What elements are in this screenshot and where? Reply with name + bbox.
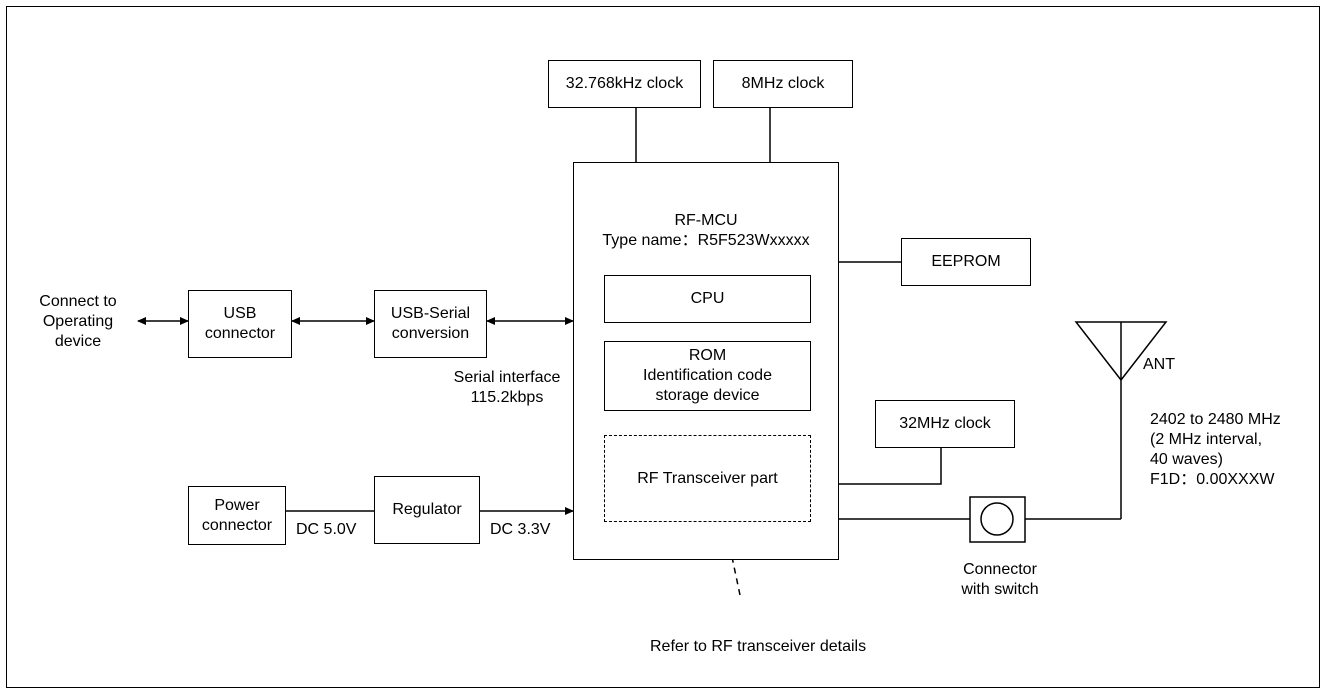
eeprom-label: EEPROM	[931, 253, 1001, 270]
rom-label: ROM Identification code storage device	[643, 347, 772, 404]
clock-8mhz-label: 8MHz clock	[741, 75, 825, 92]
connector-switch-label: Connector with switch	[961, 561, 1039, 598]
clock-32mhz-label: 32MHz clock	[899, 415, 991, 432]
dc-3v3-label: DC 3.3V	[490, 521, 551, 538]
usb-connector-label: USB connector	[204, 305, 276, 342]
regulator-box: Regulator	[374, 476, 480, 544]
cpu-label: CPU	[690, 290, 725, 307]
rom-box: ROM Identification code storage device	[604, 341, 811, 411]
antenna-spec: 2402 to 2480 MHz (2 MHz interval, 40 wav…	[1150, 411, 1281, 488]
regulator-label: Regulator	[392, 501, 462, 518]
rf-mcu-title: RF-MCU Type name：R5F523Wxxxxx	[602, 212, 810, 249]
clock-8mhz-box: 8MHz clock	[713, 60, 853, 108]
diagram-frame	[6, 6, 1320, 688]
usb-serial-label: USB-Serial conversion	[390, 305, 471, 342]
power-connector-label: Power connector	[201, 496, 273, 534]
operating-device-label: Connect to Operating device	[39, 293, 117, 350]
usb-serial-box: USB-Serial conversion	[374, 290, 487, 358]
eeprom-box: EEPROM	[901, 238, 1031, 286]
dc-5v-label: DC 5.0V	[296, 521, 357, 538]
rf-transceiver-box: RF Transceiver part	[604, 435, 811, 522]
clock-32khz-label: 32.768kHz clock	[565, 75, 684, 92]
clk32m-line	[838, 447, 942, 485]
serial-interface-label: Serial interface 115.2kbps	[453, 369, 561, 406]
clock-32mhz-box: 32MHz clock	[875, 400, 1015, 448]
power-connector-box: Power connector	[188, 486, 286, 545]
usb-connector-box: USB connector	[188, 290, 292, 358]
rf-transceiver-label: RF Transceiver part	[637, 469, 778, 487]
rf-note-label: Refer to RF transceiver details	[650, 638, 867, 655]
antenna-label: ANT	[1143, 356, 1175, 373]
switch-circle-icon	[980, 502, 1014, 536]
clock-32khz-box: 32.768kHz clock	[548, 60, 701, 108]
cpu-box: CPU	[604, 275, 811, 323]
